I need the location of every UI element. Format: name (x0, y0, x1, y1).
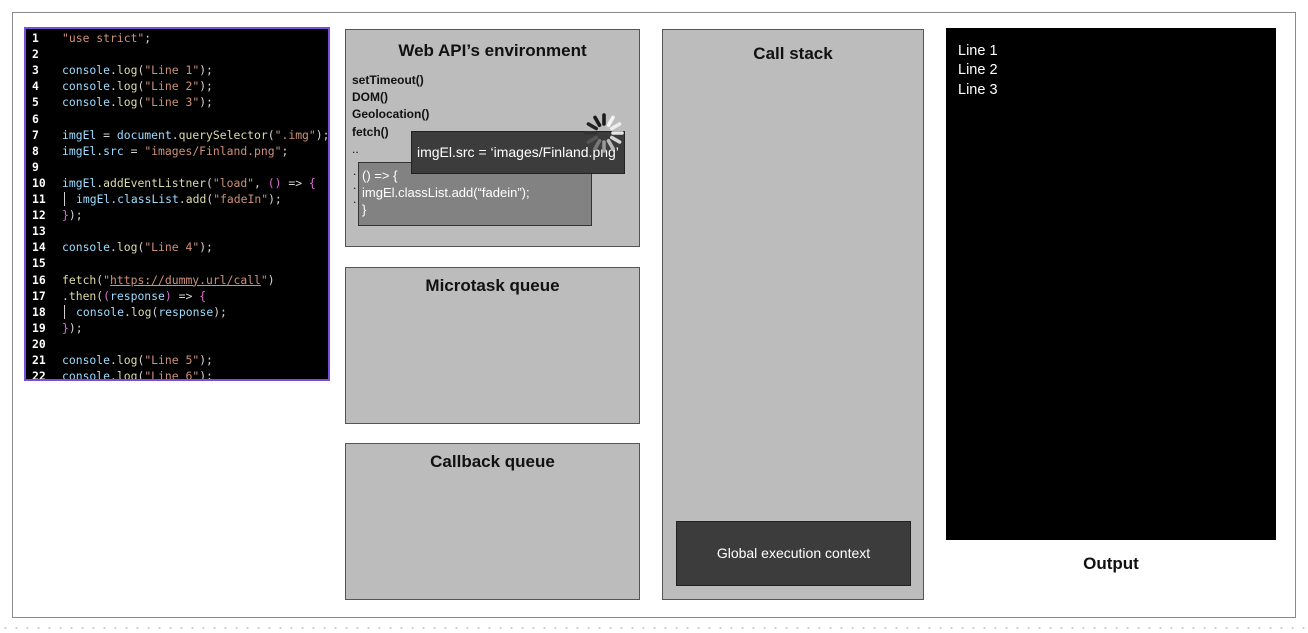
line-number: 13 (32, 224, 46, 239)
code-line: 3 console.log("Line 1"); (26, 62, 328, 78)
code-line: 10 imgEl.addEventListner("load", () => { (26, 175, 328, 191)
loading-spinner-icon (584, 113, 624, 153)
web-api-title: Web API’s environment (398, 41, 587, 60)
line-number: 20 (32, 336, 46, 351)
line-number: 6 (32, 111, 39, 126)
code-text: console.log("Line 3"); (62, 95, 213, 110)
microtask-queue: Microtask queue (345, 267, 640, 424)
stack-frame-label: Global execution context (716, 545, 871, 561)
web-api-ellipsis: . . . (353, 164, 356, 206)
callback-line: } (362, 202, 367, 217)
line-number: 9 (32, 159, 39, 174)
code-text: imgEl.classList.add("fadeIn"); (76, 192, 282, 206)
code-text: imgEl.addEventListner("load", () => { (62, 175, 316, 190)
line-number: 11 (32, 192, 46, 206)
code-line: 19}); (26, 320, 328, 336)
code-line: 22 console.log("Line 6"); (26, 368, 328, 381)
line-number: 7 (32, 127, 39, 142)
microtask-queue-title: Microtask queue (425, 276, 560, 295)
web-api-item: DOM() (352, 90, 388, 105)
line-number: 3 (32, 63, 39, 78)
line-number: 4 (32, 79, 39, 94)
code-text: console.log(response); (76, 304, 227, 319)
line-number: 2 (32, 47, 39, 62)
indent-guide (64, 192, 65, 206)
callback-queue: Callback queue (345, 443, 640, 600)
code-line: 4 console.log("Line 2"); (26, 78, 328, 94)
code-line: 20 (26, 336, 328, 352)
code-line: 7 imgEl = document.querySelector(".img"); (26, 127, 328, 143)
code-text: fetch("https://dummy.url/call") (62, 272, 275, 287)
code-text: .then((response) => { (62, 288, 207, 303)
line-number: 10 (32, 175, 46, 190)
web-api-item: .. (352, 141, 359, 156)
code-line: 16 fetch("https://dummy.url/call") (26, 272, 328, 288)
line-number: 8 (32, 143, 39, 158)
web-api-item: fetch() (352, 124, 389, 139)
web-api-list: setTimeout() DOM() Geolocation() fetch()… (352, 72, 429, 158)
line-number: 12 (32, 208, 46, 223)
output-line: Line 2 (958, 62, 998, 78)
output-console: Line 1 Line 2 Line 3 (946, 28, 1276, 540)
code-line: 8 imgEl.src = "images/Finland.png"; (26, 143, 328, 159)
line-number: 15 (32, 256, 46, 271)
callback-line: imgEl.classList.add(“fadein”); (362, 185, 530, 200)
code-line: 11 imgEl.classList.add("fadeIn"); (26, 191, 328, 207)
code-text: console.log("Line 2"); (62, 79, 213, 94)
web-api-item: setTimeout() (352, 73, 424, 87)
ellipsis-dot: . (353, 164, 357, 178)
code-line: 15 (26, 255, 328, 271)
code-line: 21 console.log("Line 5"); (26, 352, 328, 368)
code-line: 18 console.log(response); (26, 304, 328, 320)
line-number: 18 (32, 304, 46, 319)
output-label: Output (1083, 554, 1139, 573)
callback-line: () => { (362, 168, 398, 183)
output-line: Line 3 (958, 82, 998, 98)
code-line: 9 (26, 159, 328, 175)
code-line: 14 console.log("Line 4"); (26, 239, 328, 255)
output-line: Line 1 (958, 43, 998, 59)
code-text: imgEl = document.querySelector(".img"); (62, 127, 330, 142)
code-text: console.log("Line 4"); (62, 240, 213, 255)
dotted-separator (0, 626, 1308, 630)
code-text: console.log("Line 1"); (62, 63, 213, 78)
global-execution-context-frame: Global execution context (676, 521, 911, 586)
src-task-label: imgEl.src = ‘images/Finland.png’ (417, 144, 619, 160)
call-stack-title: Call stack (753, 44, 833, 63)
callback-queue-title: Callback queue (430, 452, 555, 471)
code-line: 6 (26, 111, 328, 127)
call-stack: Call stack (662, 29, 924, 600)
indent-guide (64, 304, 65, 319)
code-line: 1 "use strict"; (26, 30, 328, 46)
line-number: 19 (32, 320, 46, 335)
line-number: 17 (32, 288, 46, 303)
code-line: 13 (26, 223, 328, 239)
code-line: 2 (26, 46, 328, 62)
code-text: "use strict"; (62, 31, 152, 45)
code-line: 5 console.log("Line 3"); (26, 94, 328, 110)
line-number: 1 (32, 31, 39, 45)
code-line: 12}); (26, 207, 328, 223)
image-src-task-card: imgEl.src = ‘images/Finland.png’ (411, 131, 625, 174)
line-number: 14 (32, 240, 46, 255)
code-text: }); (62, 320, 83, 335)
web-api-item: Geolocation() (352, 107, 430, 122)
code-line: 17 .then((response) => { (26, 288, 328, 304)
code-text: }); (62, 208, 83, 223)
ellipsis-dot: . (353, 192, 357, 206)
ellipsis-dot: . (353, 178, 357, 192)
diagram-frame (12, 12, 1296, 618)
line-number: 5 (32, 95, 39, 110)
line-number: 16 (32, 272, 46, 287)
line-number: 22 (32, 369, 46, 381)
code-text: console.log("Line 5"); (62, 353, 213, 367)
code-text: console.log("Line 6"); (62, 369, 213, 381)
code-text: imgEl.src = "images/Finland.png"; (62, 143, 289, 158)
line-number: 21 (32, 353, 46, 367)
